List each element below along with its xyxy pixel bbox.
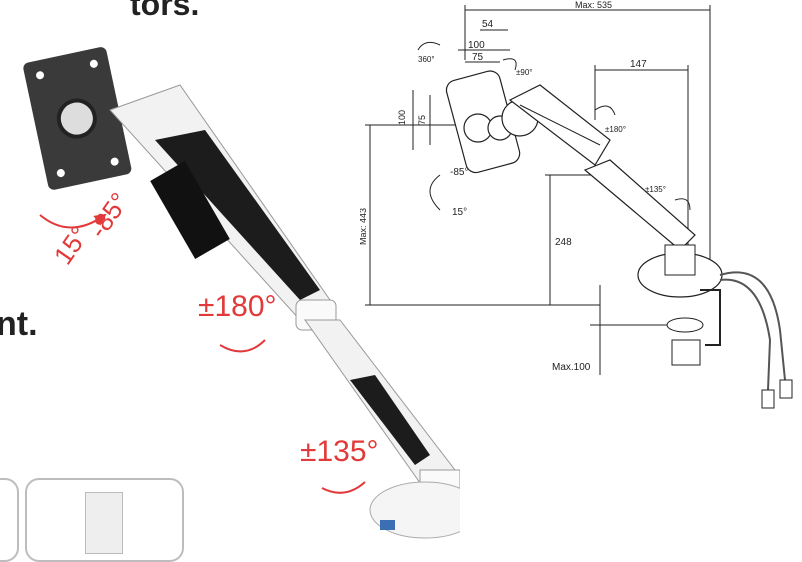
dimension-drawing: Max: 535 54 100 75 147 360° ±90° ±180° ±…: [360, 0, 793, 409]
rot-180-label: ±180°: [605, 125, 626, 134]
rot-135-label: ±135°: [645, 185, 666, 194]
upper-swivel-label: ±180°: [198, 290, 277, 323]
tilt-15-label: 15°: [452, 207, 467, 218]
clamp-max-label: Max.100: [552, 362, 591, 373]
thumbnail-1[interactable]: [0, 478, 19, 562]
thumbnail-2[interactable]: [25, 478, 184, 562]
body-text-fragment: nt.: [0, 305, 38, 343]
max-width-label: Max: 535: [575, 0, 612, 10]
rot-90-label: ±90°: [516, 68, 533, 77]
vesa-plate: [23, 47, 132, 190]
vert-100-label: 100: [397, 110, 407, 125]
max-height-label: Max: 443: [360, 208, 368, 245]
dim-100-label: 100: [468, 40, 485, 51]
tilt-neg85-label: -85°: [450, 167, 468, 178]
lower-swivel-label: ±135°: [300, 435, 379, 468]
rot-360-label: 360°: [418, 55, 435, 64]
dim-248-label: 248: [555, 237, 572, 248]
vert-75-label: 75: [417, 115, 427, 125]
thumbnail-post-icon: [85, 492, 123, 554]
heading-fragment: tors.: [130, 0, 200, 22]
dim-54-label: 54: [482, 19, 494, 30]
dim-75-label: 75: [472, 52, 484, 63]
dim-147-label: 147: [630, 59, 647, 70]
monitor-arm-photo: [23, 47, 460, 539]
